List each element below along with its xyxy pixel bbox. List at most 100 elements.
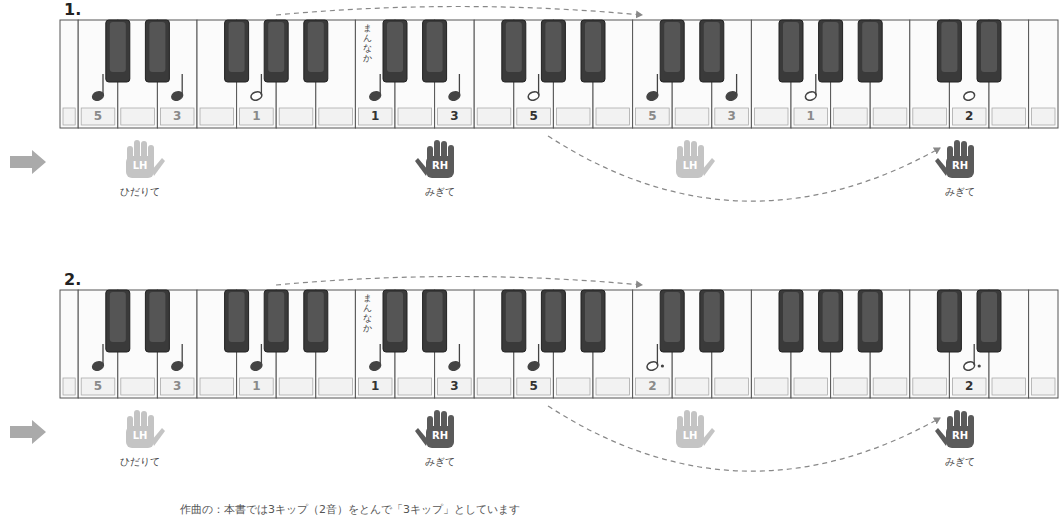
step-number: 1. xyxy=(64,1,81,19)
number-cell xyxy=(913,108,947,125)
number-cell xyxy=(834,378,868,395)
keyboard xyxy=(60,290,1058,398)
number-cell xyxy=(794,108,828,125)
black-key-shine xyxy=(664,22,680,72)
number-cell xyxy=(636,378,670,395)
number-cell xyxy=(398,378,432,395)
black-key-shine xyxy=(545,22,561,72)
number-cell xyxy=(517,108,551,125)
number-cell xyxy=(438,378,472,395)
hand-caption: みぎて xyxy=(945,456,975,467)
note-stem xyxy=(182,74,183,95)
hand-caption: みぎて xyxy=(425,186,455,197)
black-key xyxy=(145,290,169,352)
black-key-shine xyxy=(387,22,403,72)
black-key xyxy=(106,20,130,82)
hand-icon xyxy=(415,140,454,178)
hand-label: LH xyxy=(683,430,698,441)
hand-label: LH xyxy=(683,160,698,171)
pointer-arrow xyxy=(10,420,46,444)
note-stem xyxy=(815,74,816,95)
number-cell xyxy=(240,378,274,395)
black-key-shine xyxy=(427,22,443,72)
number-cell xyxy=(358,108,392,125)
number-cell xyxy=(952,378,986,395)
black-key xyxy=(819,290,843,352)
number-cell xyxy=(81,108,115,125)
finger-number: 2 xyxy=(648,380,656,393)
black-key-shine xyxy=(981,22,997,72)
black-key xyxy=(779,290,803,352)
number-cell xyxy=(319,378,353,395)
number-cell xyxy=(834,108,868,125)
black-key-shine xyxy=(664,292,680,342)
black-key-shine xyxy=(545,292,561,342)
number-cell xyxy=(477,108,511,125)
black-key xyxy=(581,20,605,82)
finger-number: 1 xyxy=(252,380,260,393)
black-key xyxy=(106,290,130,352)
finger-number: 5 xyxy=(94,380,102,393)
note-stem xyxy=(261,344,262,365)
note-stem xyxy=(261,74,262,95)
black-key xyxy=(977,290,1001,352)
hand-icon xyxy=(415,410,454,448)
number-cell xyxy=(319,108,353,125)
black-key xyxy=(779,20,803,82)
number-cell xyxy=(556,108,590,125)
note-stem xyxy=(538,74,539,95)
white-key xyxy=(60,20,78,128)
note-stem xyxy=(380,344,381,365)
finger-number: 3 xyxy=(450,380,458,393)
finger-number: 2 xyxy=(965,380,973,393)
black-key xyxy=(700,290,724,352)
white-key xyxy=(60,290,78,398)
hand-label: RH xyxy=(432,160,448,171)
note-stem xyxy=(102,344,103,365)
note-stem xyxy=(974,344,975,365)
jump-arc xyxy=(548,406,940,471)
hand-label: RH xyxy=(432,430,448,441)
note-stem xyxy=(657,74,658,95)
number-cell xyxy=(754,378,788,395)
black-key-shine xyxy=(149,22,165,72)
black-key xyxy=(541,290,565,352)
hand-icon xyxy=(676,140,715,178)
number-cell xyxy=(160,108,194,125)
black-key xyxy=(423,290,447,352)
black-key xyxy=(541,20,565,82)
keyboard xyxy=(60,20,1058,128)
black-key-shine xyxy=(506,22,522,72)
hand-label: RH xyxy=(952,160,968,171)
number-cell xyxy=(398,108,432,125)
black-key-shine xyxy=(823,292,839,342)
black-key-shine xyxy=(981,292,997,342)
black-key-shine xyxy=(862,292,878,342)
hand-label: LH xyxy=(133,160,148,171)
black-key-shine xyxy=(110,22,126,72)
black-key xyxy=(700,20,724,82)
number-cell xyxy=(63,378,75,395)
white-key xyxy=(1029,290,1058,398)
black-key-shine xyxy=(704,292,720,342)
black-key xyxy=(977,20,1001,82)
black-key-shine xyxy=(308,22,324,72)
finger-number: 1 xyxy=(371,380,379,393)
number-cell xyxy=(279,378,313,395)
number-cell xyxy=(675,108,709,125)
number-cell xyxy=(121,108,155,125)
note-stem xyxy=(538,344,539,365)
footnote: 作曲の：本書では3キップ（2音）をとんで「3キップ」としています xyxy=(180,504,520,516)
jump-arc xyxy=(276,277,642,286)
note-stem xyxy=(380,74,381,95)
finger-number: 3 xyxy=(173,110,181,123)
number-cell xyxy=(63,108,75,125)
black-key xyxy=(937,290,961,352)
number-cell xyxy=(1032,378,1055,395)
hand-label: LH xyxy=(133,430,148,441)
black-key-shine xyxy=(862,22,878,72)
number-cell xyxy=(200,378,234,395)
number-cell xyxy=(240,108,274,125)
black-key-shine xyxy=(941,22,957,72)
black-key-shine xyxy=(268,292,284,342)
